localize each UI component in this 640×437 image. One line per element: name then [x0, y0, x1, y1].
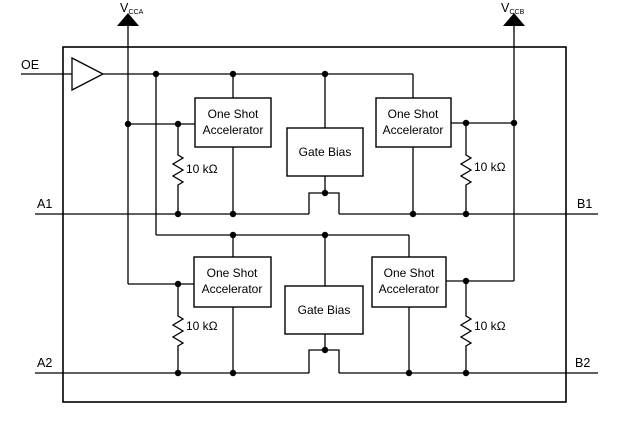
accelerator-2b: [371, 256, 447, 308]
accelerator-1b: [375, 97, 452, 148]
accelerator-1a: [194, 97, 272, 148]
junction-dots: [124, 70, 518, 377]
resistor-1a-label: 10 kΩ: [186, 162, 218, 176]
channel-1: A1 B1 10 kΩ 10 kΩ One Shot Accelerator O…: [35, 97, 598, 215]
vccb-supply: V CCB: [501, 1, 525, 281]
resistor-1a: [171, 150, 185, 214]
accelerator-2a: [193, 256, 272, 308]
gate-bias-1: [286, 127, 364, 177]
oe-buffer-icon: [71, 56, 105, 92]
a1-pin-label: A1: [37, 197, 52, 211]
resistor-2b: [459, 311, 473, 373]
accelerator-2a-line1: One Shot: [207, 266, 258, 280]
b1-pin-label: B1: [577, 197, 592, 211]
pass-transistor-2: [308, 349, 340, 373]
resistor-2b-label: 10 kΩ: [474, 319, 506, 333]
b2-pin-label: B2: [575, 356, 590, 370]
vccb-subscript: CCB: [510, 9, 525, 16]
resistor-1b: [459, 150, 473, 214]
gate-bias-1-label: Gate Bias: [299, 145, 352, 159]
vccb-arrow-icon: [503, 13, 525, 26]
vcca-subscript: CCA: [129, 9, 144, 16]
accelerator-2b-line1: One Shot: [384, 266, 435, 280]
resistor-1b-label: 10 kΩ: [474, 160, 506, 174]
accelerator-2b-line2: Accelerator: [379, 282, 440, 296]
accelerator-1a-line1: One Shot: [208, 107, 259, 121]
accelerator-2a-line2: Accelerator: [202, 282, 263, 296]
a2-pin-label: A2: [37, 356, 52, 370]
vcca-label: V: [120, 1, 129, 15]
device-outline: [62, 46, 567, 403]
resistor-2a: [171, 311, 185, 373]
accelerator-1a-line2: Accelerator: [203, 123, 264, 137]
vcca-arrow-icon: [117, 13, 139, 26]
accelerator-1b-line2: Accelerator: [383, 123, 444, 137]
accelerator-1b-line1: One Shot: [388, 107, 439, 121]
pass-transistor-1: [308, 192, 340, 214]
vcca-supply: V CCA: [117, 1, 144, 284]
oe-pin-label: OE: [21, 58, 39, 72]
channel-2: A2 B2 10 kΩ 10 kΩ One Shot Accelerator O…: [35, 256, 598, 374]
vccb-label: V: [501, 1, 510, 15]
gate-bias-2-label: Gate Bias: [298, 303, 351, 317]
resistor-2a-label: 10 kΩ: [186, 319, 218, 333]
gate-bias-2: [284, 285, 364, 335]
